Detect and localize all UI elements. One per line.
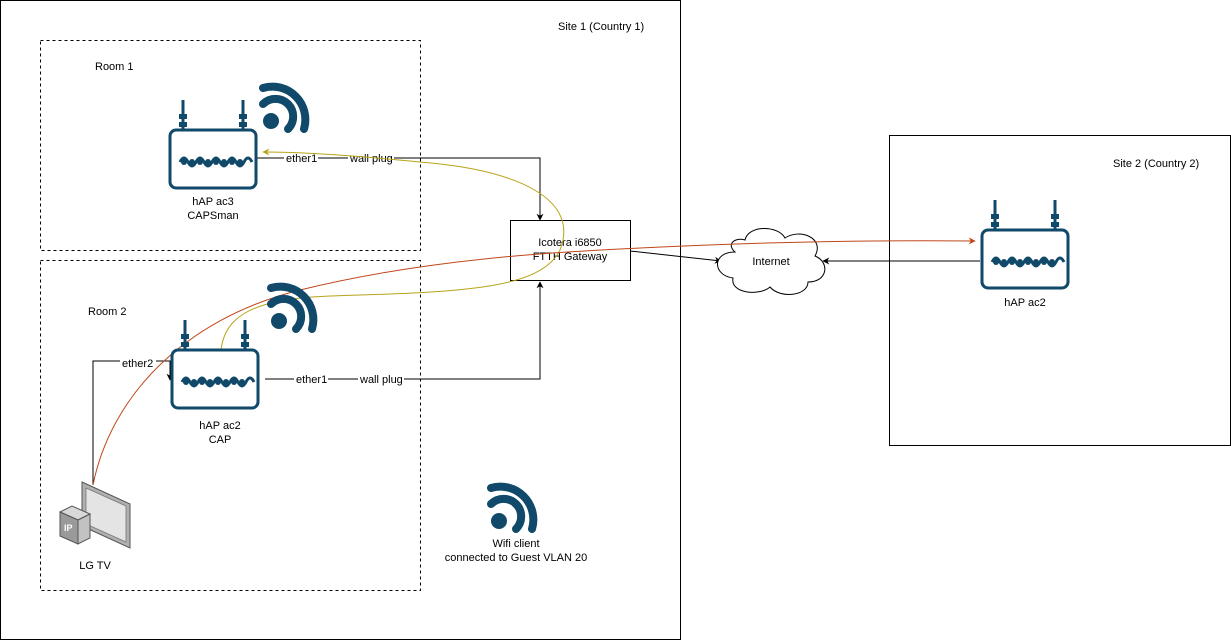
site2-box	[889, 135, 1231, 446]
ac2-medium-label: wall plug	[359, 374, 403, 386]
room1-title: Room 1	[95, 61, 134, 73]
room2-title: Room 2	[88, 306, 127, 318]
site1-title: Site 1 (Country 1)	[558, 21, 644, 33]
router-icon	[170, 318, 260, 410]
wifi-client-label: Wifi client	[492, 538, 539, 550]
link-ac2-gateway	[265, 281, 544, 380]
link-ac3-gateway	[256, 157, 544, 221]
wifi-icon	[491, 487, 533, 529]
vpn-flow	[92, 237, 976, 486]
room1-box	[40, 40, 421, 251]
ac3-name: hAP ac3	[192, 196, 233, 208]
gateway-box	[510, 220, 631, 281]
wifi-icon	[263, 87, 305, 129]
site2-title: Site 2 (Country 2)	[1113, 158, 1199, 170]
site1-box	[0, 0, 681, 640]
link-gateway-internet	[629, 250, 722, 264]
ac3-role: CAPSman	[187, 210, 238, 222]
tv-port-label: ether2	[122, 358, 153, 370]
link-tv-ac2	[92, 360, 174, 485]
internet-label: Internet	[752, 256, 789, 268]
room2-box	[40, 260, 421, 591]
ac3-port-label: ether1	[286, 153, 317, 165]
gateway-name: Icotera i6850	[538, 237, 602, 249]
ac2-name: hAP ac2	[199, 420, 240, 432]
cloud-icon	[717, 228, 826, 295]
capsman-flow	[219, 148, 565, 386]
tv-icon: IP	[58, 481, 131, 549]
ac2-port-label: ether1	[296, 374, 327, 386]
site2-router-name: hAP ac2	[1004, 297, 1045, 309]
router-icon	[168, 98, 258, 190]
tv-label: LG TV	[79, 560, 111, 572]
wifi-icon	[271, 287, 313, 329]
router-icon	[980, 198, 1070, 290]
tv-ip-badge: IP	[64, 523, 73, 533]
gateway-type: FTTH Gateway	[533, 251, 608, 263]
ac3-medium-label: wall plug	[349, 153, 393, 165]
ac2-role: CAP	[209, 434, 232, 446]
wifi-client-desc: connected to Guest VLAN 20	[445, 552, 587, 564]
